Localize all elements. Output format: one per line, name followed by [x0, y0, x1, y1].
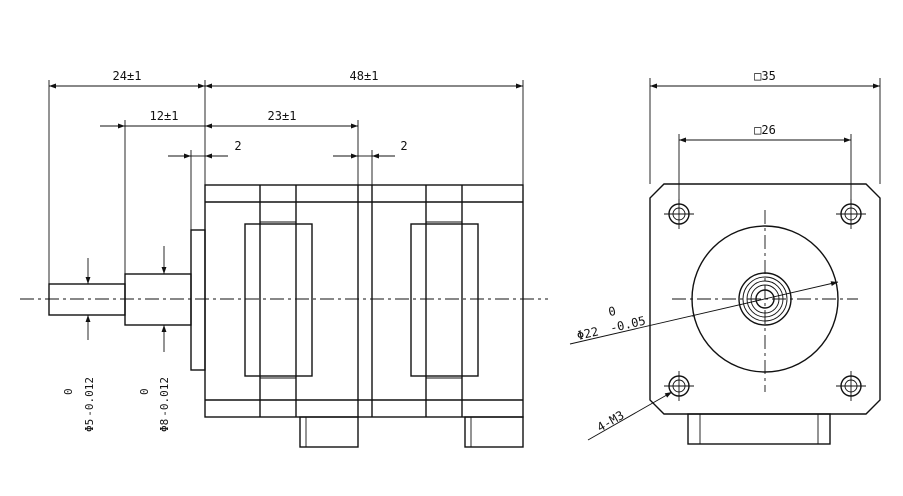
stator-window-rear: [410, 223, 479, 377]
dim-phi5-lower: -0.012: [83, 377, 96, 417]
dim-phi8: Φ8: [158, 419, 171, 432]
dim-phi22-upper: 0: [607, 304, 617, 319]
side-view: 24±1 48±1 12±1 23±1 2 2 Φ5 -0.012 0 Φ8 -0.…: [20, 69, 548, 448]
front-connector: [687, 413, 831, 445]
front-flange: [190, 229, 206, 371]
dim-12: 12±1: [150, 109, 179, 123]
shaft-small: [48, 283, 126, 316]
connector-rear: [464, 416, 524, 448]
front-outline: [649, 183, 881, 415]
shaft-large: [124, 273, 192, 326]
stator-window-front: [244, 223, 313, 377]
dim-48: 48±1: [350, 69, 379, 83]
dim-4m3: 4-M3: [595, 408, 627, 435]
dim-phi5-upper: 0: [62, 388, 75, 395]
dim-2-left: 2: [234, 139, 241, 153]
dim-23: 23±1: [268, 109, 297, 123]
svg-text:Φ8-0.012: Φ8 -0.012: [158, 377, 171, 432]
dim-phi5: Φ5: [83, 419, 96, 432]
dim-phi8-lower: -0.012: [158, 377, 171, 417]
motor-body: [204, 184, 524, 448]
dim-phi8-upper: 0: [138, 388, 151, 395]
dim-24: 24±1: [113, 69, 142, 83]
dim-sq35: □35: [754, 69, 776, 83]
dim-phi22: Φ22: [576, 324, 600, 343]
dim-sq26: □26: [754, 123, 776, 137]
front-view: □35 □26 Φ22 -0.05 0 4-M3: [569, 69, 881, 445]
connector-front: [299, 416, 359, 448]
dim-2-right: 2: [400, 139, 407, 153]
svg-text:Φ5-0.012: Φ5 -0.012: [83, 377, 96, 432]
